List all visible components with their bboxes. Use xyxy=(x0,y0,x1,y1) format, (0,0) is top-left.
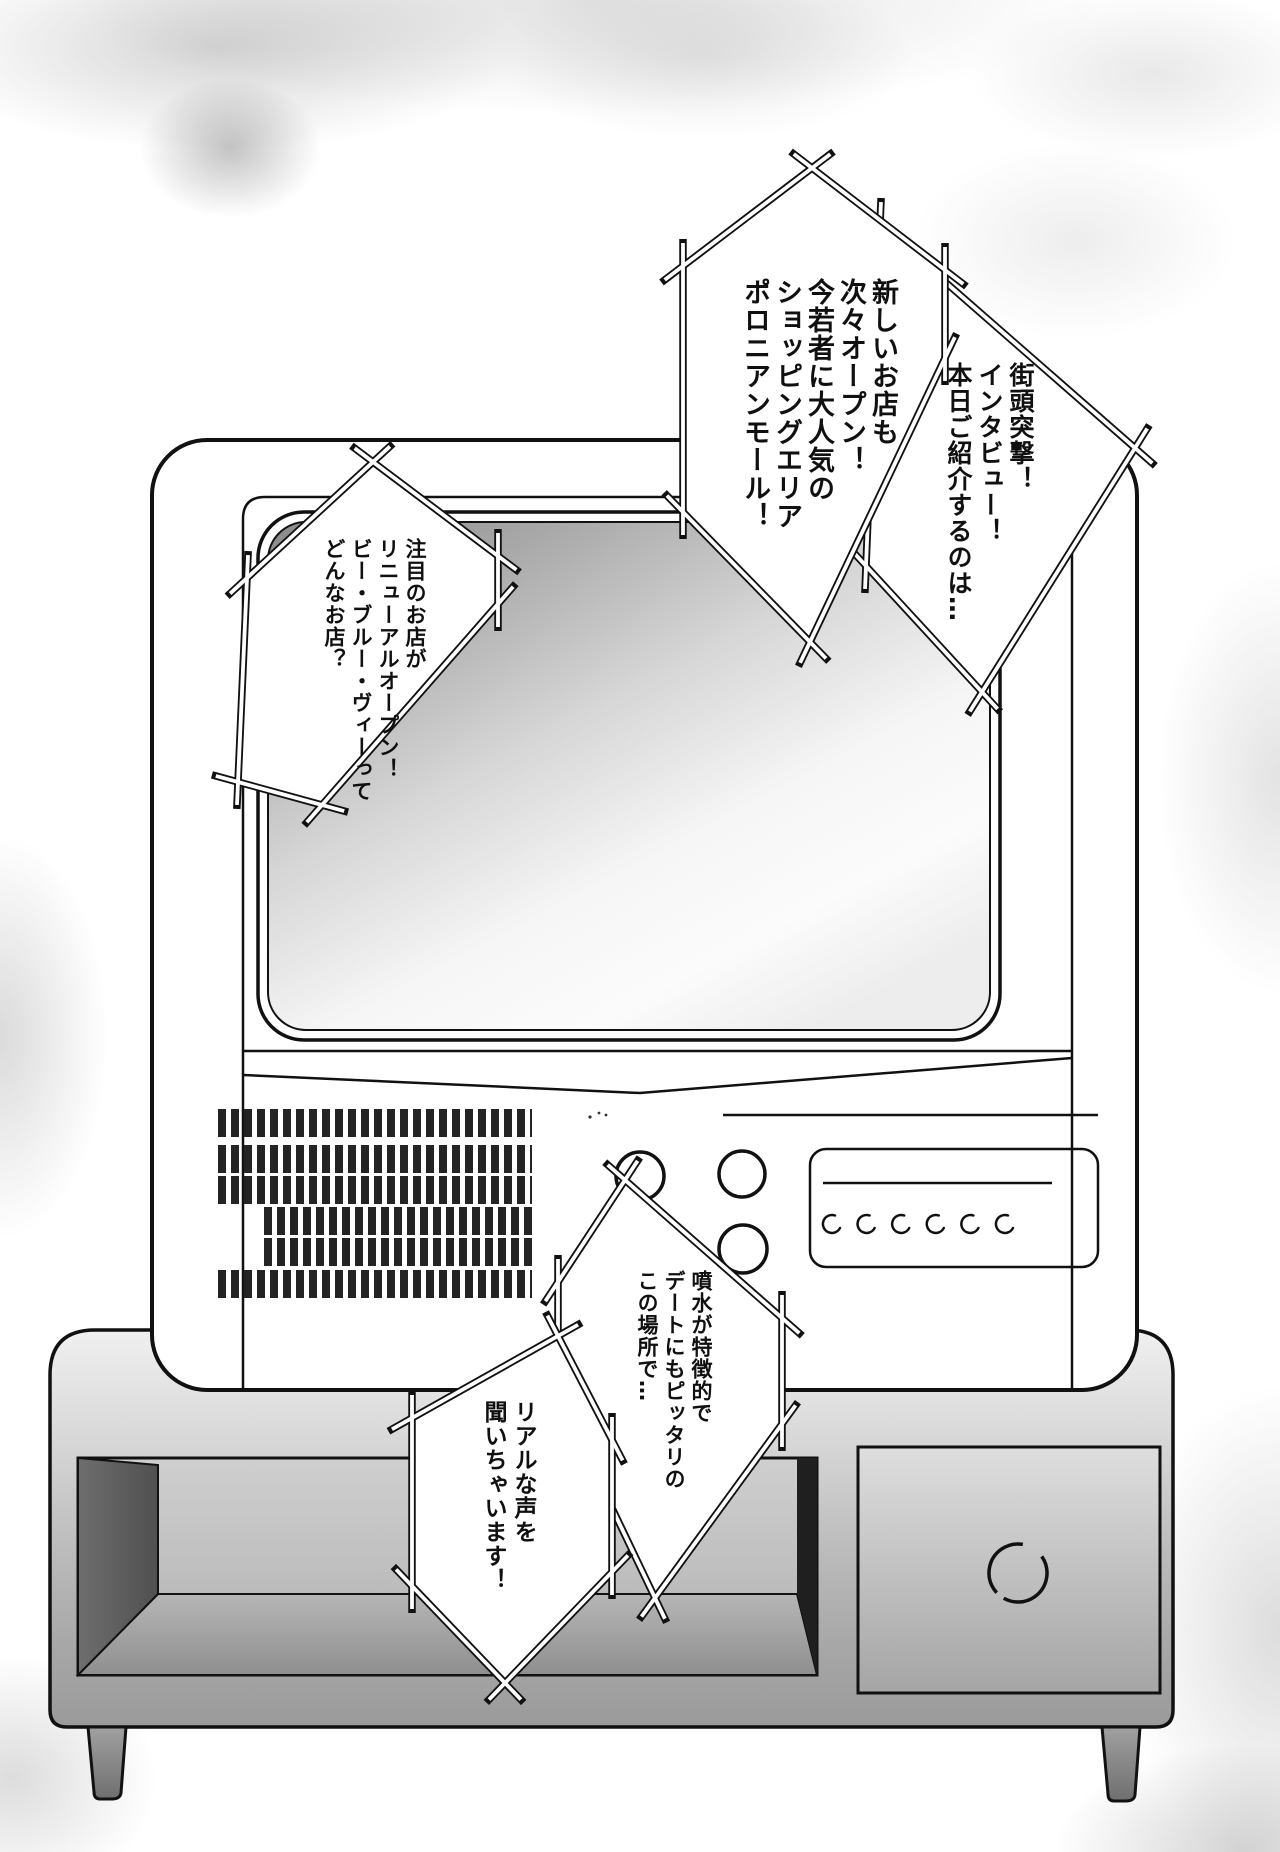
shelf-left-wall xyxy=(77,1456,159,1678)
stand-door xyxy=(856,1445,1162,1695)
speech-bubble-shop xyxy=(210,440,522,828)
grille-row xyxy=(264,1207,532,1235)
speck xyxy=(597,1111,601,1115)
stand-leg-right xyxy=(1100,1725,1142,1803)
tv-knob-2 xyxy=(717,1149,767,1199)
door-ring-handle xyxy=(987,1542,1049,1604)
speech-bubble-text-intro: 街頭突撃！ インタビュー！ 本日ご紹介するのは… xyxy=(944,362,1035,622)
speech-bubble-mall xyxy=(659,148,969,668)
speech-bubble-text-voices: リアルな声を 聞いちゃいます！ xyxy=(480,1400,536,1592)
panel-dip-line xyxy=(242,1056,1073,1095)
grille-row xyxy=(264,1238,532,1266)
tv-button-arcs xyxy=(821,1213,1015,1235)
speech-bubbles xyxy=(210,148,1158,1706)
tv-knob-3 xyxy=(717,1223,769,1275)
speech-bubble-voices xyxy=(386,1310,634,1706)
grille-row xyxy=(218,1176,532,1204)
shelf-right-wall xyxy=(797,1458,817,1675)
stand-leg-left xyxy=(86,1725,128,1801)
speech-bubble-text-shop: 注目のお店が リニューアルオープン！ ビー・ブルー・ヴィーって どんなお店？ xyxy=(322,538,427,802)
grille-row xyxy=(218,1270,532,1298)
tv-button-panel xyxy=(808,1147,1100,1269)
speech-bubble-text-fountain: 噴水が特徴的で デートにもピッタリの この場所で… xyxy=(635,1270,713,1490)
grille-row xyxy=(218,1109,532,1137)
grille-row xyxy=(218,1145,532,1173)
speech-bubble-text-mall: 新しいお店も 次々オープン！ 今若者に大人気の ショッピングエリア ポロニアンモ… xyxy=(739,278,898,530)
speck xyxy=(604,1113,608,1117)
speck xyxy=(588,1115,592,1119)
